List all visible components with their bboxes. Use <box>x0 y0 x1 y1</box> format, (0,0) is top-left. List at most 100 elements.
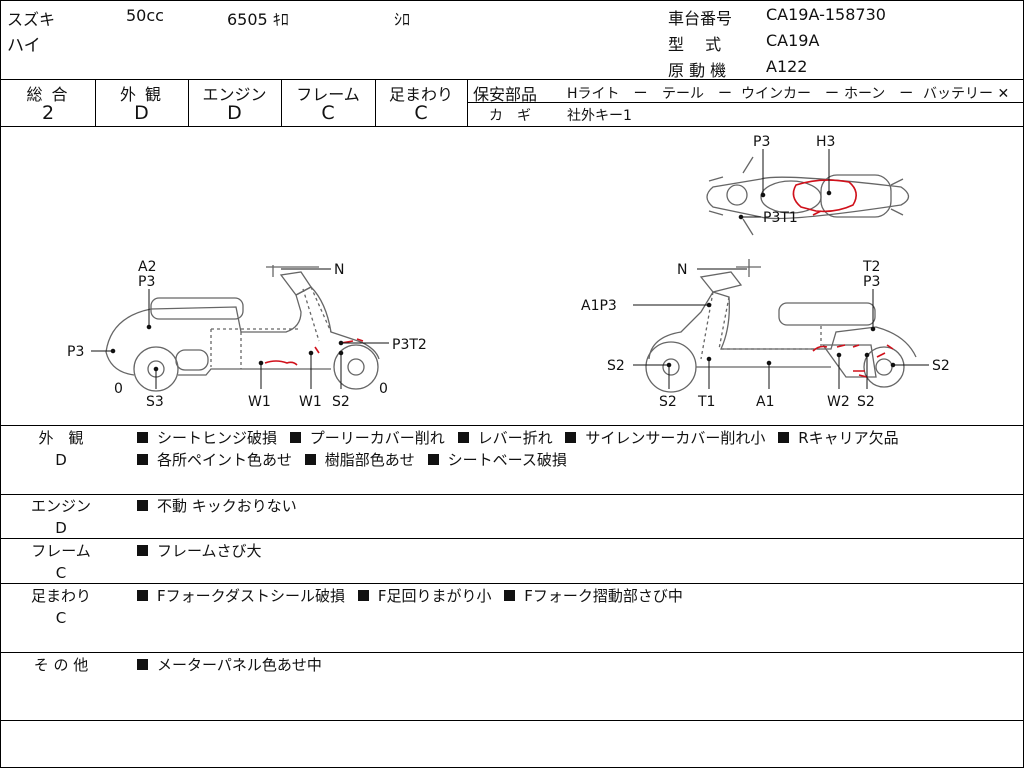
bullet-icon <box>137 432 148 443</box>
label-top-h3: H3 <box>816 134 835 150</box>
safety-item-horn: ホーン ー <box>844 86 914 102</box>
safety-item-headlight: Hライト ー <box>567 86 648 102</box>
label-left-p3t2: P3T2 <box>392 337 427 353</box>
remark-item: 不動 キックおりない <box>137 495 297 517</box>
label-left-zero-front: 0 <box>379 381 388 397</box>
scooter-left-view <box>105 265 380 392</box>
remark-item: サイレンサーカバー削れ小 <box>565 427 765 449</box>
label-right-a1: A1 <box>756 394 774 410</box>
grade-exterior-value: D <box>134 102 149 124</box>
label-right-t2: T2 <box>862 259 880 275</box>
engine-label: 原 動 機 <box>668 61 727 80</box>
bullet-icon <box>565 432 577 443</box>
key-value: 社外キー1 <box>567 108 632 124</box>
label-left-w1-b: W1 <box>299 394 322 410</box>
type-label: 型 式 <box>668 35 722 54</box>
remark-item: Rキャリア欠品 <box>778 427 899 449</box>
divider <box>1 720 1023 721</box>
label-right-w2: W2 <box>827 394 850 410</box>
bullet-icon <box>137 500 148 511</box>
label-right-s2-front: S2 <box>607 358 625 374</box>
remark-item: Fフォーク摺動部さび中 <box>504 585 683 607</box>
remark-engine-items: 不動 キックおりない <box>137 495 305 517</box>
grade-frame-value: C <box>321 102 335 124</box>
remark-suspension-grade: C <box>55 609 67 627</box>
damage-marks <box>264 179 894 378</box>
safety-item-taillight: テール ー <box>662 86 732 102</box>
divider <box>1 538 1023 539</box>
divider <box>1 583 1023 584</box>
damage-diagram: A2 P3 N P3 P3T2 0 S3 W1 W1 S2 0 N T2 P3 … <box>67 134 950 410</box>
remark-item: シートヒンジ破損 <box>137 427 277 449</box>
remark-exterior-grade: D <box>55 451 67 469</box>
remark-exterior-title: 外 観 <box>38 429 84 447</box>
label-left-s2: S2 <box>332 394 350 410</box>
grade-engine-value: D <box>227 102 242 124</box>
remark-suspension-title: 足まわり <box>30 587 91 605</box>
label-left-zero-rear: 0 <box>114 381 123 397</box>
divider <box>1 652 1023 653</box>
label-left-a2: A2 <box>138 259 156 275</box>
label-right-n: N <box>677 262 687 278</box>
grade-suspension-value: C <box>414 102 428 124</box>
scooter-top-view <box>706 156 910 236</box>
bullet-icon <box>778 432 790 443</box>
safety-item-battery: バッテリー ✕ <box>923 86 1010 102</box>
bullet-icon <box>137 659 148 670</box>
color: ｼﾛ <box>394 10 411 29</box>
remark-other-items: メーターパネル色あせ中 <box>137 654 330 676</box>
grade-exterior-label: 外 観 <box>119 85 164 104</box>
divider <box>1 494 1023 495</box>
label-top-p3: P3 <box>753 134 770 150</box>
remark-suspension-items: Fフォークダストシール破損 F足回りまがり小 Fフォーク摺動部さび中 <box>137 585 691 607</box>
divider <box>188 79 189 126</box>
label-right-t1: T1 <box>697 394 715 410</box>
bullet-icon <box>289 432 301 443</box>
remark-item: 各所ペイント色あせ <box>137 449 292 471</box>
label-left-p3-rear: P3 <box>67 344 84 360</box>
bullet-icon <box>457 432 469 443</box>
label-left-p3-top: P3 <box>138 274 155 290</box>
remark-frame-items: フレームさび大 <box>137 540 270 562</box>
remark-item: F足回りまがり小 <box>357 585 491 607</box>
divider <box>375 79 376 126</box>
safety-item-winker: ウインカー ー <box>741 86 839 102</box>
remark-other-title: そ の 他 <box>33 656 89 674</box>
remark-frame-title: フレーム <box>31 542 91 560</box>
divider <box>1 79 1023 80</box>
divider <box>281 79 282 126</box>
grade-engine-label: エンジン <box>202 85 267 104</box>
frame-no-label: 車台番号 <box>668 9 733 28</box>
maker: スズキ <box>7 10 56 29</box>
label-right-p3: P3 <box>863 274 880 290</box>
type-value: CA19A <box>766 31 820 50</box>
model-name: ハイ <box>7 36 41 56</box>
grade-frame-label: フレーム <box>296 85 360 104</box>
remark-item: 樹脂部色あせ <box>304 449 415 471</box>
engine-value: A122 <box>766 57 808 76</box>
label-left-w1-a: W1 <box>248 394 271 410</box>
displacement: 50cc <box>126 6 164 25</box>
remark-item: フレームさび大 <box>137 540 262 562</box>
safety-title: 保安部品 <box>473 85 538 104</box>
label-right-a1p3: A1P3 <box>581 298 617 314</box>
label-left-s3: S3 <box>146 394 164 410</box>
key-label: カ ギ <box>489 108 531 124</box>
leader-lines <box>91 149 929 389</box>
divider <box>467 102 1023 103</box>
scooter-right-view <box>645 259 917 393</box>
remark-item: メーターパネル色あせ中 <box>137 654 322 676</box>
label-right-s2-muffler: S2 <box>932 358 950 374</box>
mileage: 6505 ｷﾛ <box>227 10 289 29</box>
bullet-icon <box>357 590 369 601</box>
remark-item: シートベース破損 <box>427 449 567 471</box>
frame-no-value: CA19A-158730 <box>766 5 886 24</box>
bullet-icon <box>137 545 148 556</box>
bullet-icon <box>427 454 439 465</box>
bullet-icon <box>137 590 148 601</box>
label-top-p3t1: P3T1 <box>763 210 798 226</box>
label-right-s2-rear: S2 <box>857 394 875 410</box>
bullet-icon <box>504 590 516 601</box>
remark-engine-title: エンジン <box>30 497 91 515</box>
